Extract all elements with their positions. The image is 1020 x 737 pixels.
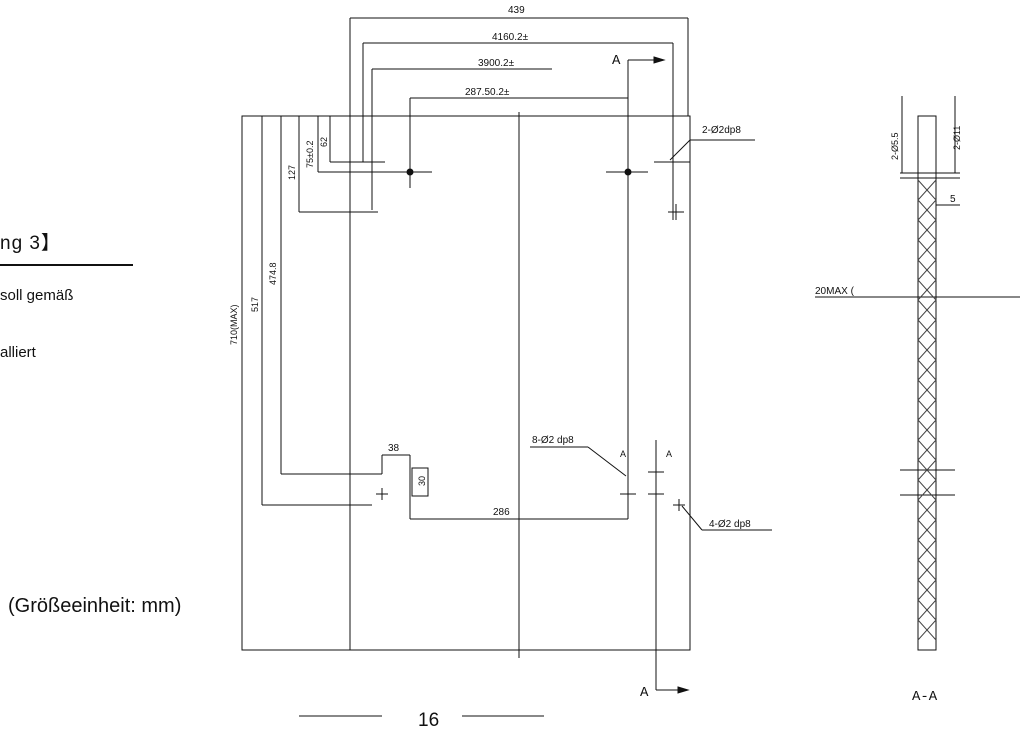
section-label: A-A — [912, 689, 938, 705]
dim-127: 127 — [287, 165, 297, 180]
front-view-lines — [241, 17, 772, 717]
section-mark-top: A — [612, 53, 621, 69]
dim-5: 5 — [950, 194, 956, 205]
dim-390: 3900.2± — [478, 58, 515, 69]
section-view-lines — [815, 96, 1020, 651]
dim-710: 710(MAX) — [229, 304, 239, 345]
dim-439: 439 — [508, 5, 525, 16]
heading-underline — [0, 264, 133, 266]
dim-474: 474.8 — [268, 262, 278, 285]
dim-20max: 20MAX ( — [815, 286, 855, 297]
section-mark-bottom: A — [640, 685, 649, 701]
dim-287: 287.50.2± — [465, 87, 510, 98]
body-text-line-1: soll gemäß — [0, 287, 74, 304]
dim-62: 62 — [319, 137, 329, 147]
dim-30: 30 — [417, 476, 427, 486]
dim-286: 286 — [493, 507, 510, 518]
dim-75: 75±0.2 — [305, 141, 315, 168]
dim-2-d5-5: 2-Ø5.5 — [890, 132, 900, 160]
dim-38: 38 — [388, 443, 400, 454]
dim-517: 517 — [250, 297, 260, 312]
section-mark-a2: A — [666, 449, 672, 459]
dim-416: 4160.2± — [492, 32, 529, 43]
hole-callout-top-right: 2-Ø2dp8 — [702, 125, 741, 136]
panel-outline — [241, 115, 691, 651]
section-mark-a1: A — [620, 449, 626, 459]
section-heading: ng 3】 — [0, 233, 61, 254]
holes-8-callout: 8-Ø2 dp8 — [532, 435, 574, 446]
dim-2-d11: 2-Ø11 — [952, 126, 962, 150]
page-number: 16 — [418, 710, 440, 731]
holes-4-callout: 4-Ø2 dp8 — [709, 519, 751, 530]
body-text-line-2: alliert — [0, 344, 36, 361]
unit-note: (Größeeinheit: mm) — [8, 595, 182, 617]
